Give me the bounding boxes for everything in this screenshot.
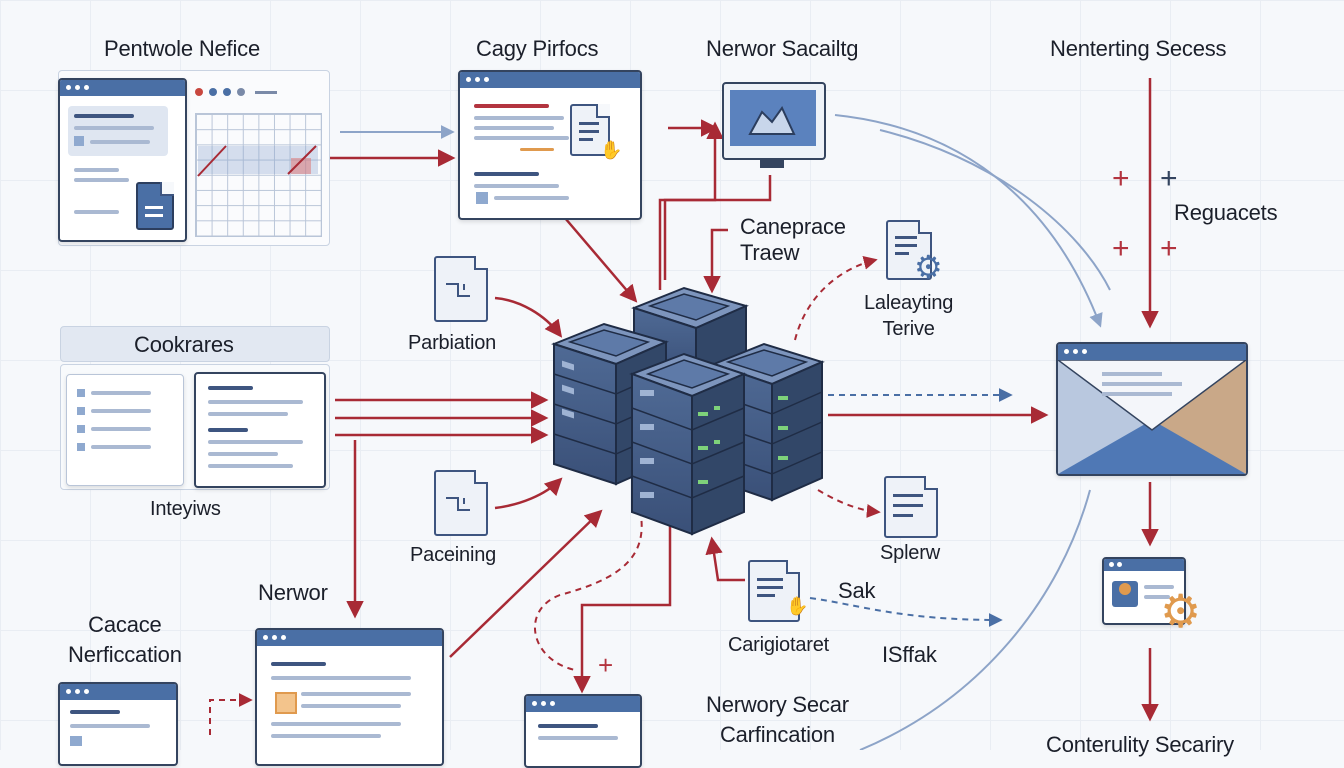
monitor-icon [722,82,826,160]
plus-icon: + [1112,232,1130,265]
cookrares-card-right [194,372,326,488]
label-caneprace: Caneprace Traew [740,214,846,265]
document-icon [748,560,800,622]
monitor-stand [760,158,784,168]
hand-cursor-icon: ✋ [600,140,623,160]
label-cagy: Cagy Pirfocs [476,36,599,61]
label-inteyiws: Inteyiws [150,498,221,520]
label-paceining: Paceining [410,544,497,566]
plus-icon: + [1112,162,1130,195]
label-parbiation: Parbiation [408,332,497,354]
document-icon [434,256,488,322]
nerwor-window [255,628,444,766]
label-nenterting: Nenterting Secess [1050,36,1227,61]
document-icon [434,470,488,536]
plus-icon: + [1160,162,1178,195]
label-pentwole: Pentwole Nefice [104,36,260,61]
profile-gear-icon [1102,557,1186,625]
label-cookrares: Cookrares [134,332,234,357]
label-nerwor-top: Nerwor Sacailtg [706,36,859,61]
cookrares-card-left [66,374,184,486]
label-nerwor-mid: Nerwor [258,580,328,605]
label-sak: Sak [838,578,876,603]
label-nerwory: Nerwory Secar Carfincation [706,692,849,747]
connector-layer [209,78,1159,750]
gear-icon: ⚙ [1160,585,1202,637]
server-stack-icon [551,286,825,536]
label-splerw: Splerw [880,542,940,564]
label-cacace: Cacace Nerficcation [68,612,182,667]
cookrares-header [60,326,330,362]
label-reguacets: Reguacets [1174,200,1278,225]
calendar-grid-icon [195,113,322,237]
label-conterulity: Conterulity Secariry [1046,732,1234,757]
bottom-center-window [524,694,642,768]
hand-cursor-icon: ✋ [786,596,809,616]
gear-icon: ⚙ [914,249,943,285]
cagy-window: ✋ [458,70,642,220]
document-gear-icon [886,220,932,280]
label-laleayting: Laleayting Terive [864,292,954,340]
envelope-icon [1056,342,1248,476]
document-icon [570,104,610,156]
document-icon [884,476,938,538]
plus-icon: + [1160,232,1178,265]
plus-icon: + [598,650,614,680]
label-carigiotaret: Carigiotaret [728,634,829,656]
browser-window-icon [58,78,187,242]
document-icon [136,182,174,230]
label-isffak: ISffak [882,642,937,667]
cacace-window [58,682,178,766]
